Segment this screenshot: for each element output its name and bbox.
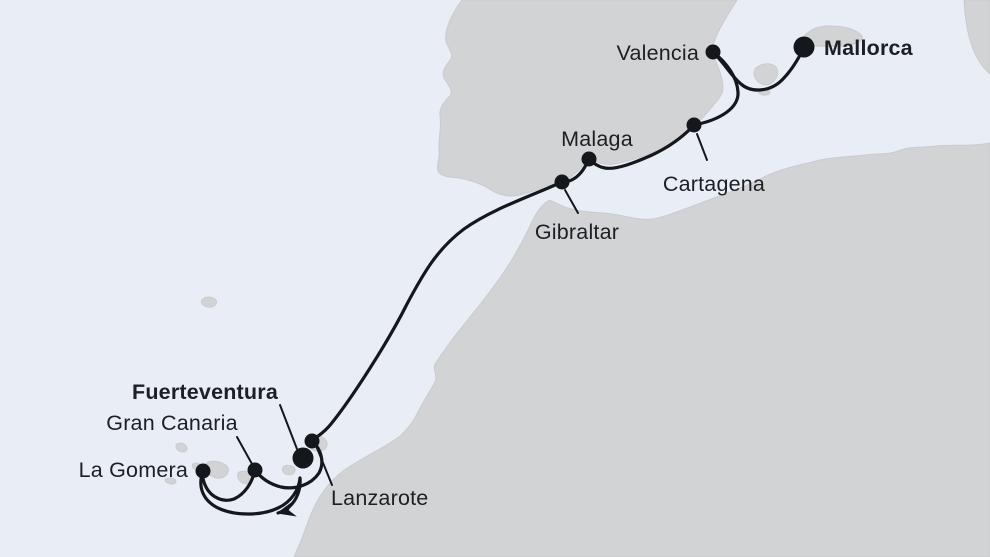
landmass-madeira-island — [200, 296, 217, 308]
leader-lines-layer — [236, 133, 708, 486]
port-label-mallorca: Mallorca — [824, 36, 914, 60]
port-dot-cartagena — [686, 117, 702, 133]
landmass-la-palma-island — [175, 442, 188, 453]
route-leg-grancanaria-lagomera — [201, 468, 257, 502]
port-label-lanzarote: Lanzarote — [331, 486, 428, 510]
port-label-cartagena: Cartagena — [663, 172, 765, 196]
port-dot-malaga — [581, 151, 597, 167]
route-leg-lagomera-final-sweep — [199, 469, 302, 517]
port-label-gibraltar: Gibraltar — [535, 220, 619, 244]
landmasses-layer — [164, 0, 990, 557]
landmass-north-africa — [293, 142, 990, 557]
landmass-iberian-peninsula — [436, 0, 738, 197]
port-dots-layer — [195, 36, 815, 479]
leader-line-fuerteventura — [279, 404, 298, 450]
leader-line-cartagena — [696, 133, 708, 161]
route-leg-gibraltar-lanzarote — [310, 180, 564, 443]
leader-line-gibraltar — [564, 189, 579, 214]
port-label-gran-canaria: Gran Canaria — [106, 411, 237, 435]
landmass-ibiza-island — [753, 63, 779, 86]
port-label-fuerteventura: Fuerteventura — [132, 380, 279, 404]
leader-line-lanzarote — [316, 447, 333, 486]
port-dot-mallorca — [793, 36, 815, 58]
landmass-sardinia — [963, 0, 990, 75]
port-dot-lanzarote — [304, 433, 320, 449]
route-leg-cartagena-malaga — [587, 123, 696, 170]
port-label-la-gomera: La Gomera — [79, 458, 188, 482]
route-leg-mallorca-valencia — [711, 46, 806, 92]
leader-line-gran-canaria — [236, 436, 253, 465]
port-dot-valencia — [705, 44, 721, 60]
port-dot-gran-canaria — [247, 462, 263, 478]
port-label-valencia: Valencia — [617, 41, 699, 65]
port-dot-la-gomera — [195, 463, 211, 479]
route-leg-valencia-cartagena — [692, 50, 740, 127]
port-dot-fuerteventura — [292, 447, 314, 469]
landmass-el-hierro-island — [164, 477, 177, 485]
landmass-fuerteventura-island — [282, 464, 296, 476]
port-label-malaga: Malaga — [561, 127, 633, 151]
port-dot-gibraltar — [554, 174, 570, 190]
